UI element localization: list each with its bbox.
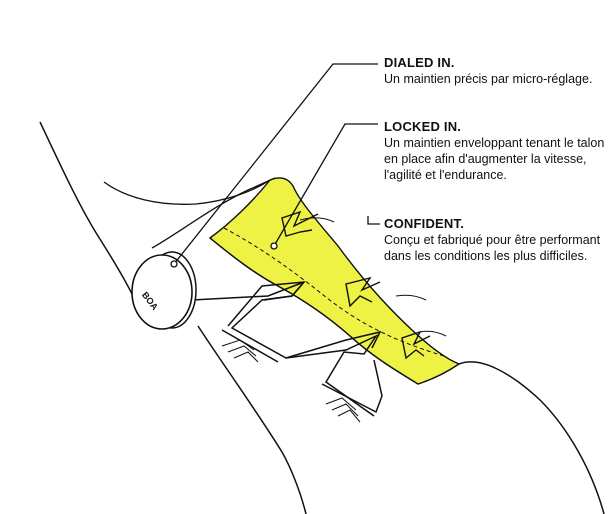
callout-title: CONFIDENT. xyxy=(384,216,464,231)
callout-text: Conçu et fabriqué pour être performant d… xyxy=(384,233,601,263)
fit-zone-highlight xyxy=(208,177,461,385)
leader-dot-locked-in xyxy=(270,242,278,250)
callout-dialed-in: DIALED IN. Un maintien précis par micro-… xyxy=(384,55,608,87)
shoe-upper-outline xyxy=(39,121,133,295)
stitch-line xyxy=(223,227,445,357)
shoe-sole-outline xyxy=(458,361,605,514)
highlight-inner-edge xyxy=(209,237,419,385)
leader-line-locked-in xyxy=(273,123,378,247)
band-detail-stroke-2 xyxy=(395,294,427,301)
callout-text: Un maintien enveloppant tenant le talon … xyxy=(384,136,605,182)
leader-line-confident xyxy=(367,216,380,225)
chevron-arrow-icon xyxy=(281,210,319,237)
band-detail-stroke-3 xyxy=(419,330,447,337)
callout-text: Un maintien précis par micro-réglage. xyxy=(384,72,593,86)
leader-line-dialed-in xyxy=(173,63,378,265)
chevron-arrow-icon xyxy=(345,276,381,308)
tread-mark-icon xyxy=(221,339,259,363)
band-detail-stroke-1 xyxy=(299,217,335,223)
shoe-collar-line xyxy=(103,179,271,205)
shoe-collar-line-2 xyxy=(151,177,276,249)
shoe-heel-outline xyxy=(197,325,307,514)
leader-dot-dialed-in xyxy=(170,260,178,268)
chevron-arrow-icon xyxy=(401,330,431,360)
boa-dial-face xyxy=(131,254,193,330)
callout-title: LOCKED IN. xyxy=(384,119,462,134)
lace-guide-lower xyxy=(221,329,383,414)
callout-confident: CONFIDENT. Conçu et fabriqué pour être p… xyxy=(384,216,608,264)
callout-locked-in: LOCKED IN. Un maintien enveloppant tenan… xyxy=(384,119,608,183)
tread-mark-icon xyxy=(325,397,361,423)
callout-title: DIALED IN. xyxy=(384,55,455,70)
